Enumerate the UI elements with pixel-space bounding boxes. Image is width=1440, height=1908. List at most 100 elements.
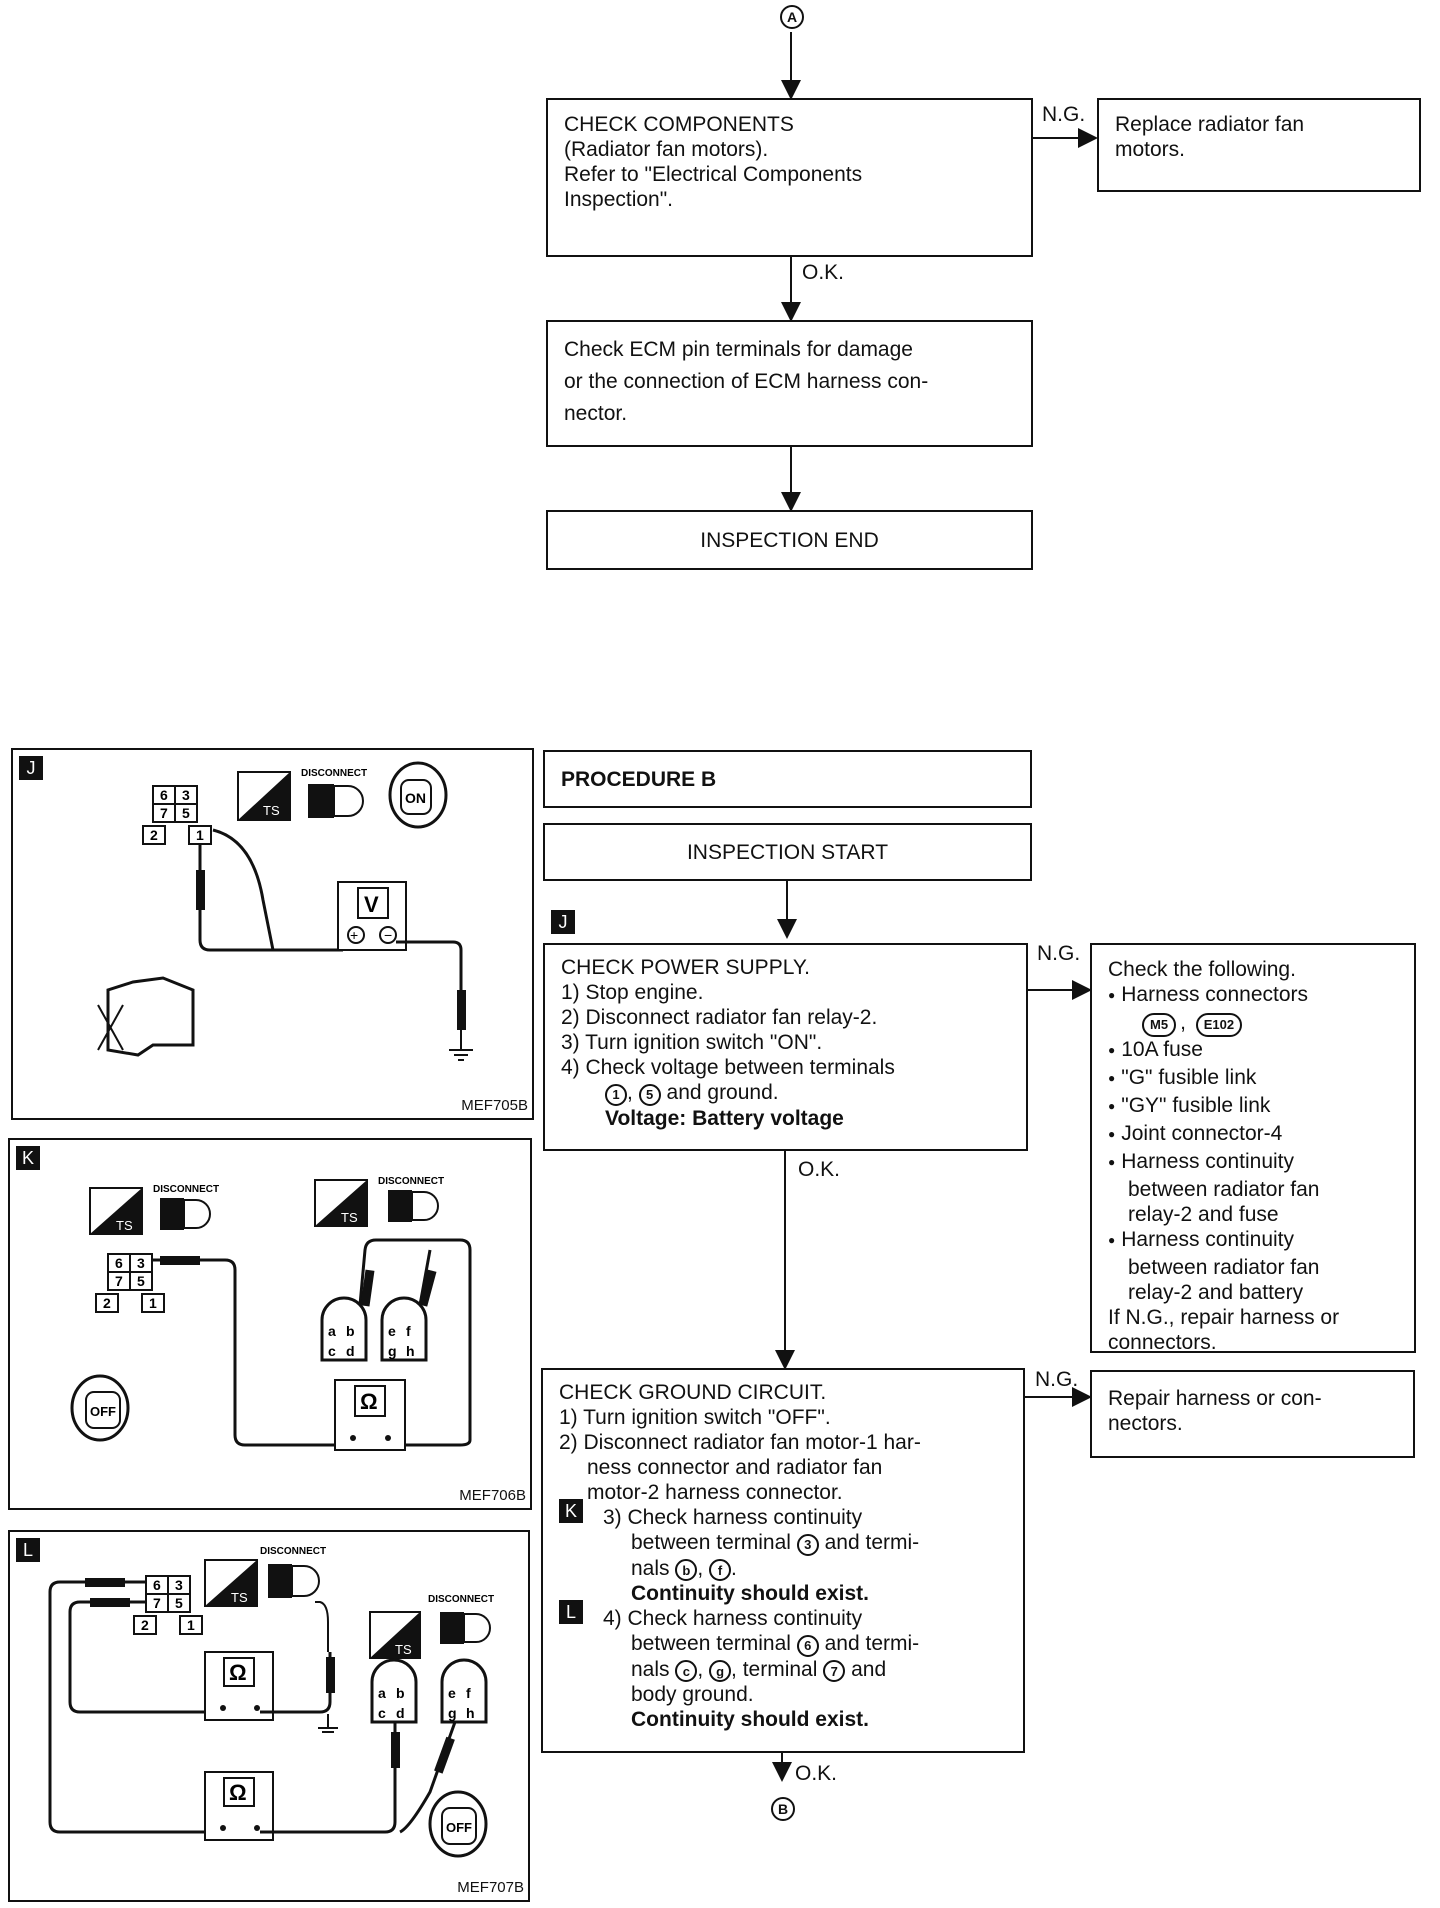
power-supply-step: 1) Stop engine. — [561, 981, 704, 1004]
ignition-on-label: ON — [405, 790, 426, 806]
check-following-box: Check the following. Harness connectors … — [1090, 943, 1416, 1354]
pin-label: 2 — [141, 1617, 149, 1633]
power-supply-step: 3) Turn ignition switch "ON". — [561, 1031, 823, 1054]
ignition-off-label: OFF — [446, 1820, 472, 1835]
pin-label: f — [466, 1685, 471, 1701]
check-item: 10A fuse — [1108, 1037, 1398, 1065]
pin-label: 6 — [115, 1255, 123, 1271]
inspection-end-box: INSPECTION END — [546, 510, 1033, 570]
inspection-start-label: INSPECTION START — [686, 840, 889, 864]
check-components-box: CHECK COMPONENTS (Radiator fan motors). … — [546, 98, 1033, 257]
terminal-c-icon: c — [675, 1660, 698, 1682]
check-components-line: (Radiator fan motors). — [564, 138, 769, 161]
figure-tag-j: J — [19, 756, 43, 780]
ground-step-text: , terminal — [731, 1657, 818, 1681]
pin-label: d — [346, 1343, 355, 1359]
pin-label: g — [448, 1705, 457, 1721]
fan-motor-2-connector: e f g h — [380, 1296, 428, 1362]
pin-label: 6 — [153, 1577, 161, 1593]
voltmeter-label: V — [364, 892, 379, 917]
ts-icon: TS — [204, 1559, 258, 1607]
ground-step-text: 3) Check harness continuity — [603, 1506, 863, 1529]
check-item: "GY" fusible link — [1108, 1093, 1398, 1121]
check-ecm-line: nector. — [564, 402, 628, 425]
pin-label: 5 — [175, 1595, 183, 1611]
step-tag-l: L — [559, 1600, 583, 1624]
figure-j: J TS DISCONNECT ON 6 3 7 5 2 1 — [11, 748, 534, 1120]
ts-icon: TS — [89, 1187, 143, 1235]
figure-l-diagram: TS DISCONNECT TS DISCONNECT 6 3 7 5 2 1 — [48, 1546, 494, 1858]
connector-m5-icon: M5 — [1142, 1012, 1177, 1037]
power-supply-box: CHECK POWER SUPPLY. 1) Stop engine. 2) D… — [543, 943, 1028, 1151]
ground-step-text: between terminal — [631, 1531, 791, 1554]
pin-label: 1 — [149, 1295, 157, 1311]
ts-label: TS — [231, 1590, 248, 1605]
power-supply-step: 2) Disconnect radiator fan relay-2. — [561, 1006, 878, 1029]
ground-step: ness connector and radiator fan — [587, 1456, 883, 1479]
fan-motor-2-connector: e f g h — [440, 1658, 488, 1724]
connector-icon — [388, 1190, 439, 1222]
ground-step: body ground. — [631, 1683, 754, 1706]
inspection-start-box: INSPECTION START — [543, 823, 1032, 881]
disconnect-label: DISCONNECT — [428, 1594, 494, 1605]
figure-code: MEF705B — [461, 1097, 528, 1114]
ok-label: O.K. — [798, 1158, 841, 1181]
procedure-b-title: PROCEDURE B — [561, 767, 717, 791]
connector-chips: M5, E102 — [1108, 1010, 1398, 1037]
step-tag-k: K — [559, 1499, 583, 1523]
ground-step-text: nals — [631, 1556, 670, 1580]
check-ecm-box: Check ECM pin terminals for damage or th… — [546, 320, 1033, 447]
figure-k-diagram: TS DISCONNECT TS DISCONNECT 6 3 7 5 2 1 — [70, 1176, 472, 1451]
check-item: Harness continuity — [1108, 1149, 1398, 1177]
pin-label: c — [378, 1705, 386, 1721]
relay-connector: 6 3 7 5 2 1 — [133, 1575, 203, 1635]
check-item-cont: relay-2 and fuse — [1128, 1202, 1279, 1226]
pin-label: 1 — [196, 827, 204, 843]
check-item-label: "G" fusible link — [1121, 1065, 1257, 1089]
power-supply-terminals: 1, 5 and ground. — [561, 1080, 1010, 1106]
figure-k: K TS DISCONNECT TS DISCONNECT 6 3 7 5 2 — [8, 1138, 532, 1510]
ts-label: TS — [263, 803, 280, 818]
ground-step: 2) Disconnect radiator fan motor-1 har- — [559, 1431, 921, 1454]
fan-motor-1-connector: a b c d — [320, 1296, 368, 1362]
replace-fan-line: Replace radiator fan — [1115, 113, 1305, 136]
pin-label: f — [406, 1323, 411, 1339]
pin-label: a — [328, 1323, 336, 1339]
check-item: Harness connectors — [1108, 982, 1398, 1010]
disconnect-label: DISCONNECT — [301, 768, 367, 779]
ts-icon: TS — [369, 1611, 421, 1659]
ohmmeter-label: Ω — [229, 1780, 247, 1805]
ground-step: 1) Turn ignition switch "OFF". — [559, 1406, 831, 1429]
check-ecm-line: or the connection of ECM harness con- — [564, 370, 929, 393]
connector-icon — [268, 1564, 320, 1598]
pin-label: 7 — [115, 1273, 123, 1289]
ground-step: motor-2 harness connector. — [587, 1481, 843, 1504]
svg-text:+: + — [350, 927, 358, 943]
pin-label: a — [378, 1685, 386, 1701]
pin-label: h — [406, 1343, 415, 1359]
ground-step: between terminal 6 and termi- — [559, 1631, 1007, 1657]
pin-label: 7 — [160, 805, 168, 821]
fan-motor-1-connector: a b c d — [370, 1658, 418, 1724]
pin-label: 1 — [187, 1617, 195, 1633]
check-item-label: Harness connectors — [1121, 983, 1309, 1006]
check-item-label: Joint connector-4 — [1121, 1121, 1283, 1145]
pin-label: h — [466, 1705, 475, 1721]
figure-tag-l: L — [16, 1538, 40, 1562]
check-following-footer: If N.G., repair harness or — [1108, 1305, 1340, 1329]
voltage-spec: Voltage: Battery voltage — [605, 1106, 844, 1130]
check-item-label: Harness continuity — [1121, 1227, 1294, 1251]
connector-e102-icon: E102 — [1195, 1012, 1243, 1037]
terminals-post: and ground. — [666, 1081, 779, 1104]
check-item-label: Harness continuity — [1121, 1149, 1294, 1173]
pin-label: g — [388, 1343, 397, 1359]
ignition-off-label: OFF — [90, 1404, 116, 1419]
repair-harness-box: Repair harness or con- nectors. — [1090, 1370, 1415, 1458]
ohmmeter-label: Ω — [229, 1660, 247, 1685]
check-components-line: Refer to "Electrical Components — [564, 163, 863, 186]
check-components-line: CHECK COMPONENTS — [564, 113, 794, 136]
ground-circuit-box: CHECK GROUND CIRCUIT. 1) Turn ignition s… — [541, 1368, 1025, 1753]
ground-step: nals b, f. — [631, 1556, 737, 1581]
ng-label: N.G. — [1035, 1368, 1079, 1391]
disconnect-label: DISCONNECT — [260, 1546, 326, 1557]
